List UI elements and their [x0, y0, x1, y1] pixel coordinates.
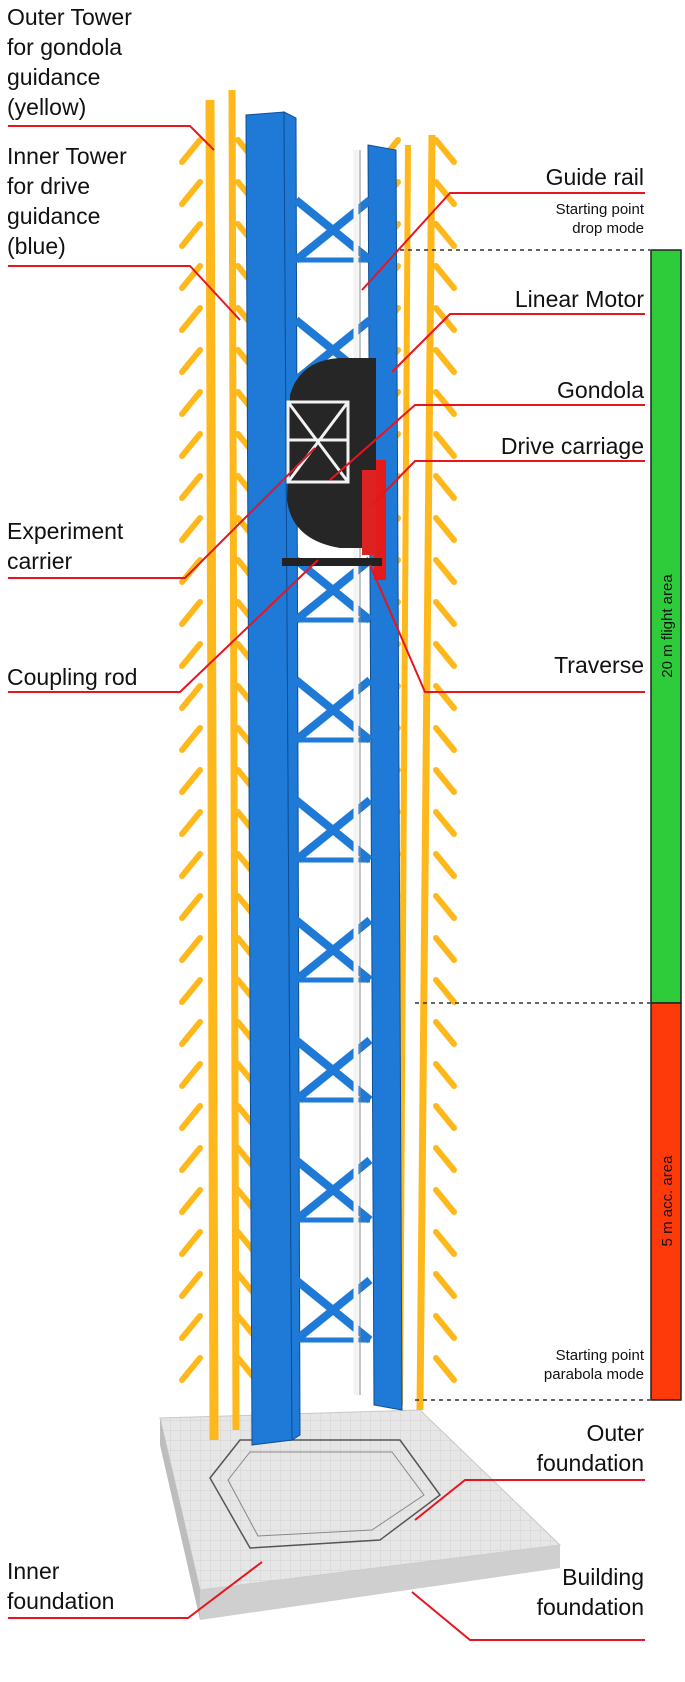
linear-motor	[374, 460, 386, 580]
inner-tower-label: Inner Tower for drive guidance (blue)	[7, 143, 127, 259]
drive-carriage	[362, 470, 376, 555]
inner-foundation-label: Inner foundation	[7, 1558, 115, 1614]
leader-outer-tower	[8, 125, 215, 151]
traverse-label: Traverse	[554, 652, 644, 678]
drive-carriage-label: Drive carriage	[500, 433, 644, 459]
leader-traverse	[369, 564, 645, 693]
inner-foundation-outline	[227, 1451, 425, 1537]
leader-drive-carriage	[371, 460, 645, 506]
leader-gondola	[329, 404, 645, 481]
building-foundation-label: Building foundation	[536, 1564, 644, 1620]
traverse-plate	[282, 558, 382, 566]
building-foundation-slab	[159, 1409, 562, 1620]
leader-outer-foundation	[414, 1479, 645, 1521]
leader-lines	[8, 125, 645, 1641]
coupling-rod-label: Coupling rod	[7, 664, 138, 690]
guide-rail-label: Guide rail	[545, 164, 644, 190]
inner-tower	[245, 111, 403, 1446]
leader-experiment-carrier	[8, 447, 316, 579]
leader-inner-foundation	[8, 1561, 263, 1619]
outer-tower-label: Outer Tower for gondola guidance (yellow…	[7, 4, 132, 120]
linear-motor-label: Linear Motor	[514, 286, 644, 312]
experiment-carrier-frame	[286, 400, 350, 484]
leader-linear-motor	[391, 313, 645, 373]
leader-guide-rail	[361, 192, 645, 291]
gondola-label: Gondola	[557, 377, 644, 403]
gondola	[282, 358, 382, 566]
leader-coupling-rod	[8, 559, 319, 693]
outer-foundation-outline	[209, 1439, 442, 1549]
leader-building-foundation	[411, 1591, 645, 1641]
drop-start-label: Starting point drop mode	[555, 201, 644, 237]
outer-tower	[179, 89, 457, 1441]
outer-foundation-label: Outer foundation	[536, 1420, 644, 1476]
leader-inner-tower	[8, 265, 241, 321]
acc-area-label: 5 m acc. area	[659, 1155, 676, 1247]
flight-area-label: 20 m flight area	[659, 574, 676, 678]
acc-area-bar	[650, 1002, 682, 1401]
experiment-carrier-label: Experiment carrier	[7, 518, 124, 574]
parabola-start-label: Starting point parabola mode	[543, 1347, 644, 1383]
